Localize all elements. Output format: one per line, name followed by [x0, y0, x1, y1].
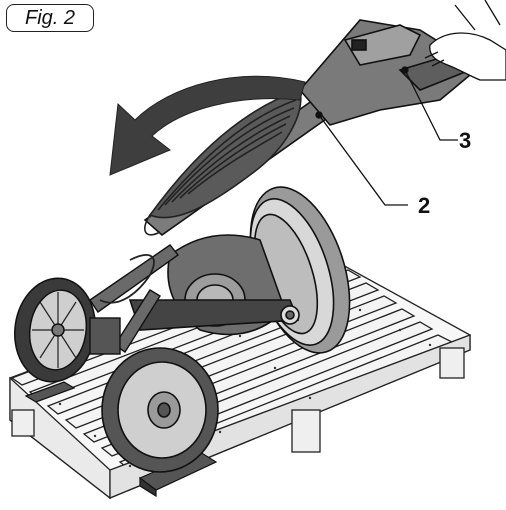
callout-leaders	[315, 66, 458, 206]
machine-housing	[128, 186, 351, 354]
operator-hand	[424, 0, 506, 81]
callout-2: 2	[418, 193, 431, 218]
rotation-arrow	[109, 75, 306, 176]
rear-wheel	[13, 277, 97, 383]
figure-label: Fig. 2	[24, 7, 76, 29]
wheel-chocks	[24, 381, 218, 498]
cable-coil	[99, 88, 302, 304]
figure-label-box: Fig. 2	[6, 4, 94, 32]
frame	[89, 244, 180, 355]
callout-3: 3	[459, 128, 472, 153]
front-wheel	[101, 347, 219, 473]
